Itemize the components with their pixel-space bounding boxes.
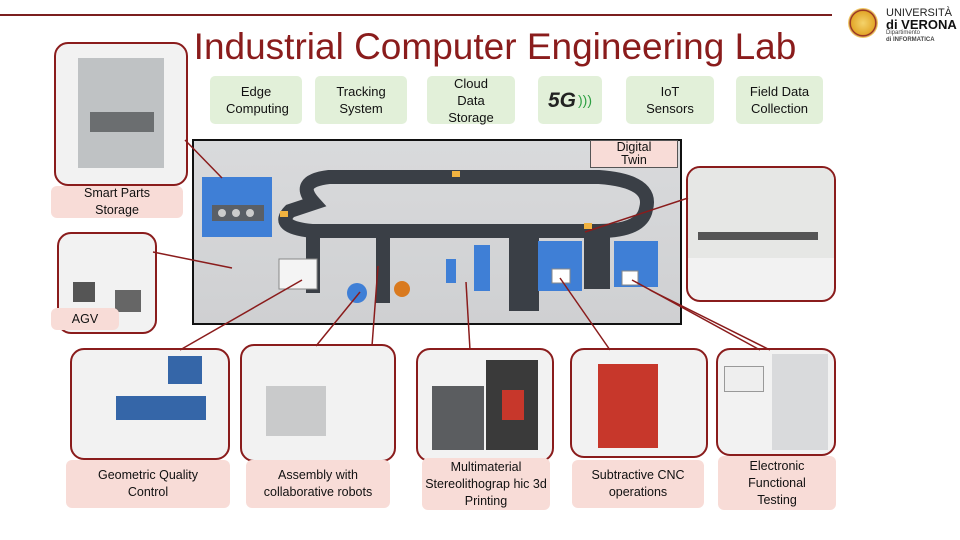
station-label: Smart Parts Storage bbox=[84, 186, 150, 217]
conveyor-spur bbox=[509, 233, 539, 311]
tech-field-data-collection: Field Data Collection bbox=[736, 76, 823, 124]
conveyor-spur bbox=[584, 233, 610, 289]
station-label: Geometric Quality Control bbox=[97, 468, 199, 499]
station-label: Multimaterial Stereolithograp hic 3d Pri… bbox=[425, 459, 547, 508]
digital-twin-label: Digital Twin bbox=[590, 140, 678, 168]
tech-label: Cloud Data Storage bbox=[448, 75, 494, 125]
digital-twin-scene bbox=[202, 170, 658, 311]
cnc-window bbox=[551, 268, 571, 284]
station-label: Electronic Functional Testing bbox=[748, 458, 806, 507]
logo-line2: di VERONA bbox=[886, 17, 957, 32]
signal-waves-icon: ))) bbox=[578, 91, 592, 108]
conveyor-loop bbox=[278, 170, 654, 238]
logo-line3: Dipartimento bbox=[886, 30, 921, 36]
tech-cloud-data-storage: Cloud Data Storage bbox=[427, 75, 515, 125]
page-title: Industrial Computer Engineering Lab bbox=[193, 26, 797, 67]
university-logo: UNIVERSITÀ di VERONA Dipartimento di INF… bbox=[886, 8, 957, 44]
label-cnc-operations: Subtractive CNC operations bbox=[572, 460, 704, 508]
test-screen bbox=[621, 270, 639, 286]
photo-smart-parts-storage bbox=[54, 42, 188, 186]
station-label: Subtractive CNC operations bbox=[591, 468, 685, 499]
tech-label: Field Data Collection bbox=[749, 84, 810, 116]
label-electronic-testing: Electronic Functional Testing bbox=[718, 456, 836, 510]
photo-cnc bbox=[570, 348, 708, 458]
tech-5g: 5G ))) bbox=[538, 76, 602, 124]
station-label: Assembly with collaborative robots bbox=[263, 468, 373, 499]
label-3d-printing: Multimaterial Stereolithograp hic 3d Pri… bbox=[422, 458, 550, 510]
qc-station bbox=[278, 258, 318, 290]
tech-edge-computing: Edge Computing bbox=[210, 76, 302, 124]
tech-iot-sensors: IoT Sensors bbox=[626, 76, 714, 124]
label-assembly-cobots: Assembly with collaborative robots bbox=[246, 460, 390, 508]
label-geometric-quality-control: Geometric Quality Control bbox=[66, 460, 230, 508]
tech-tracking-system: Tracking System bbox=[315, 76, 407, 124]
tech-label: IoT Sensors bbox=[646, 84, 694, 116]
tech-label: Edge Computing bbox=[226, 84, 289, 116]
photo-collaborative-robots bbox=[240, 344, 396, 462]
station-label: AGV bbox=[71, 311, 99, 326]
label-agv: AGV bbox=[51, 308, 119, 330]
header-rule bbox=[0, 14, 832, 16]
label-smart-parts-storage: Smart Parts Storage bbox=[51, 186, 183, 218]
logo-line1: UNIVERSITÀ bbox=[886, 7, 953, 19]
cobot-base bbox=[347, 283, 367, 303]
tech-5g-label: 5G bbox=[547, 88, 576, 112]
printer-a bbox=[446, 259, 456, 283]
photo-electronic-testing bbox=[716, 348, 836, 456]
university-seal-icon bbox=[848, 8, 878, 38]
digital-twin-text: Digital Twin bbox=[616, 140, 652, 167]
photo-assembly-line bbox=[686, 166, 836, 302]
conveyor-spur bbox=[376, 233, 390, 303]
printer-b bbox=[474, 245, 490, 291]
photo-3d-printing bbox=[416, 348, 554, 462]
photo-geometric-quality-control bbox=[70, 348, 230, 460]
logo-line4: di INFORMATICA bbox=[886, 37, 935, 43]
tech-label: Tracking System bbox=[336, 84, 386, 116]
robot-arm bbox=[394, 281, 410, 297]
